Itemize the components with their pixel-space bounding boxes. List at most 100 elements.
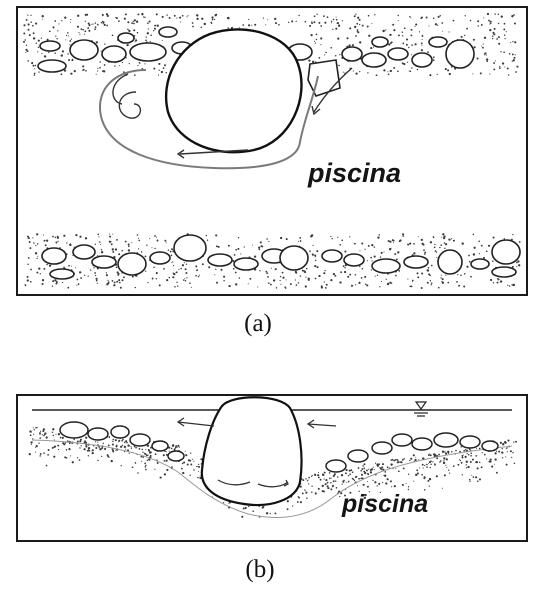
gravel-dot: [479, 478, 481, 480]
gravel-dot: [352, 471, 354, 473]
gravel-dot: [373, 467, 374, 468]
gravel-dot: [514, 462, 516, 464]
gravel-dot: [355, 14, 356, 15]
gravel-dot: [315, 256, 316, 257]
gravel-dot: [99, 61, 101, 63]
gravel-dot: [258, 249, 260, 251]
gravel-dot: [298, 15, 299, 16]
gravel-dot: [368, 15, 370, 17]
gravel-dot: [430, 464, 431, 465]
gravel-dot: [428, 454, 430, 456]
gravel-dot: [312, 475, 313, 476]
gravel-dot: [274, 18, 276, 20]
gravel-dot: [493, 68, 495, 70]
gravel-dot: [458, 285, 460, 287]
gravel-dot: [481, 46, 482, 47]
gravel-dot: [443, 462, 445, 464]
gravel-dot: [62, 282, 63, 283]
gravel-dot: [422, 464, 424, 466]
gravel-dot: [58, 23, 59, 24]
gravel-dot: [373, 47, 374, 48]
gravel-dot: [111, 460, 113, 462]
gravel-dot: [48, 449, 50, 451]
gravel-dot: [322, 490, 324, 492]
gravel-dot: [475, 476, 477, 478]
gravel-dot: [331, 22, 332, 23]
gravel-dot: [314, 254, 316, 256]
gravel-dot: [469, 479, 471, 481]
gravel-dot: [297, 501, 299, 503]
gravel-dot: [28, 23, 30, 25]
gravel-dot: [438, 454, 440, 456]
gravel-dot: [155, 453, 157, 455]
gravel-dot: [316, 14, 317, 15]
gravel-dot: [470, 455, 472, 457]
gravel-dot: [135, 287, 136, 288]
gravel-dot: [238, 237, 239, 238]
gravel-dot: [296, 21, 297, 22]
gravel-dot: [95, 441, 96, 442]
gravel-dot: [69, 44, 70, 45]
gravel-dot: [164, 64, 166, 66]
gravel-dot: [430, 241, 432, 243]
gravel-dot: [178, 445, 179, 446]
gravel-dot: [75, 234, 77, 236]
gravel-dot: [333, 480, 335, 482]
gravel-dot: [33, 65, 35, 67]
gravel-dot: [447, 69, 449, 71]
gravel-dot: [470, 453, 472, 455]
gravel-dot: [320, 37, 322, 39]
gravel-dot: [202, 263, 204, 265]
gravel-dot: [46, 465, 48, 467]
gravel-dot: [498, 36, 500, 38]
gravel-dot: [448, 470, 449, 471]
gravel-dot: [494, 458, 496, 460]
gravel-dot: [315, 43, 316, 44]
gravel-dot: [436, 257, 437, 258]
gravel-dot: [44, 240, 46, 242]
gravel-dot: [324, 270, 325, 271]
gravel-dot: [364, 249, 365, 250]
gravel-dot: [441, 237, 442, 238]
gravel-dot: [372, 480, 373, 481]
gravel-dot: [266, 238, 268, 240]
gravel-dot: [309, 250, 311, 252]
gravel-dot: [52, 447, 54, 449]
gravel-dot: [486, 55, 487, 56]
gravel-dot: [469, 481, 470, 482]
gravel-dot: [154, 248, 155, 249]
gravel-dot: [23, 33, 25, 35]
gravel-dot: [53, 435, 54, 436]
gravel-dot: [190, 453, 191, 454]
gravel-dot: [502, 443, 504, 445]
gravel-dot: [473, 247, 475, 249]
gravel-dot: [186, 16, 187, 17]
gravel-dot: [371, 244, 373, 246]
gravel-dot: [428, 273, 430, 275]
gravel-dot: [476, 448, 477, 449]
gravel-dot: [77, 440, 79, 442]
gravel-dot: [262, 506, 264, 508]
gravel-dot: [481, 245, 483, 247]
gravel-dot: [332, 238, 333, 239]
gravel-dot: [265, 271, 267, 273]
gravel-dot: [496, 38, 498, 40]
gravel-dot: [419, 31, 420, 32]
gravel-dot: [274, 512, 276, 514]
gravel-dot: [112, 234, 113, 235]
gravel-dot: [71, 59, 73, 61]
gravel-dot: [254, 255, 256, 257]
gravel-dot: [431, 265, 433, 267]
gravel-dot: [349, 473, 351, 475]
gravel-dot: [38, 442, 39, 443]
gravel-dot: [102, 14, 104, 16]
gravel-dot: [94, 28, 96, 30]
gravel-dot: [426, 16, 428, 18]
gravel-dot: [163, 268, 165, 270]
gravel-dot: [325, 287, 327, 289]
boulder-outline: [202, 397, 302, 505]
gravel-dot: [355, 72, 357, 74]
gravel-dot: [336, 487, 338, 489]
gravel-dot: [52, 285, 53, 286]
gravel-dot: [453, 465, 455, 467]
